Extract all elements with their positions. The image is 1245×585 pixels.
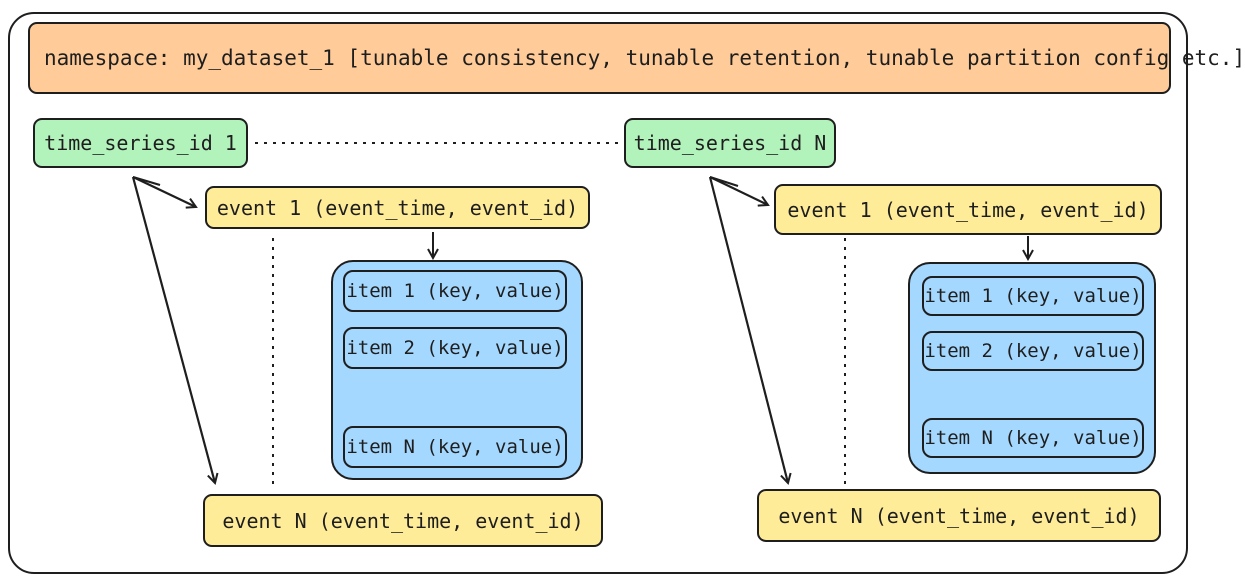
time-series-label: time_series_id 1 bbox=[44, 131, 237, 155]
item-label: item N (key, value) bbox=[346, 436, 564, 458]
event-label: event N (event_time, event_id) bbox=[222, 508, 584, 533]
item-label: item 2 (key, value) bbox=[924, 340, 1142, 362]
time-series-box-n: time_series_id N bbox=[624, 118, 836, 168]
item-box: item N (key, value) bbox=[922, 418, 1144, 458]
ts1-tail bbox=[132, 175, 161, 187]
item-label: item 1 (key, value) bbox=[924, 285, 1142, 307]
ts1-to-eventN-arrow bbox=[131, 176, 215, 483]
event-first-box-1: event 1 (event_time, event_id) bbox=[205, 186, 590, 229]
item-label: item N (key, value) bbox=[924, 427, 1142, 449]
namespace-label: namespace: my_dataset_1 [tunable consist… bbox=[44, 46, 1245, 70]
item-box: item N (key, value) bbox=[343, 426, 567, 468]
tsN-to-eventN-arrow bbox=[708, 176, 788, 483]
time-series-label: time_series_id N bbox=[633, 131, 827, 155]
event-last-box-n: event N (event_time, event_id) bbox=[757, 489, 1161, 542]
ts1-to-event1-arrow bbox=[132, 176, 196, 207]
tsN-to-event1-arrow bbox=[709, 176, 768, 205]
item-box: item 2 (key, value) bbox=[922, 331, 1144, 371]
time-series-box-1: time_series_id 1 bbox=[33, 118, 248, 168]
item-label: item 2 (key, value) bbox=[346, 337, 564, 359]
tsN-tail bbox=[709, 175, 739, 188]
item-box: item 2 (key, value) bbox=[343, 327, 567, 369]
event-label: event 1 (event_time, event_id) bbox=[787, 197, 1149, 222]
item-box: item 1 (key, value) bbox=[343, 270, 567, 312]
event-last-box-1: event N (event_time, event_id) bbox=[203, 494, 603, 547]
event-label: event N (event_time, event_id) bbox=[778, 503, 1140, 528]
event-first-box-n: event 1 (event_time, event_id) bbox=[774, 184, 1162, 235]
outer-frame bbox=[8, 12, 1188, 574]
namespace-box: namespace: my_dataset_1 [tunable consist… bbox=[28, 22, 1245, 94]
event-label: event 1 (event_time, event_id) bbox=[216, 195, 579, 220]
item-label: item 1 (key, value) bbox=[346, 280, 564, 302]
item-box: item 1 (key, value) bbox=[922, 276, 1144, 316]
